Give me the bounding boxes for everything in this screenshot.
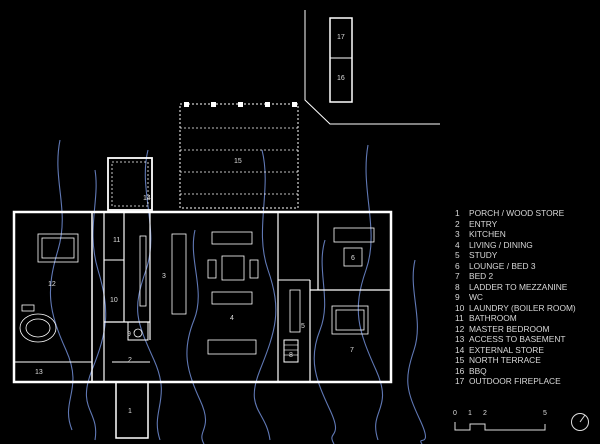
legend-number: 14 [455,344,465,355]
legend-number: 3 [455,229,460,239]
scale-tick-0: 0 [453,410,457,417]
legend-number: 6 [455,260,460,271]
legend-label: LADDER TO MEZZANINE [469,281,568,292]
legend-number: 16 [455,365,465,376]
room-legend: 1 PORCH / WOOD STORE 2 ENTRY 3 KITCHEN 4 LIV… [455,208,576,387]
scale-tick-1: 1 [468,410,472,417]
legend-label: LAUNDRY (BOILER ROOM) [469,302,576,313]
room-label-1: 1 [128,408,132,415]
legend-label: WC [469,292,483,302]
legend-number: 5 [455,250,460,260]
scale-bar: 0 1 2 5 [450,410,560,440]
room-label-2: 2 [128,357,132,364]
legend-item: 16 BBQ [455,366,576,377]
room-label-15: 15 [234,158,242,165]
legend-number: 13 [455,334,465,344]
house-walls [12,210,393,384]
room-label-16: 16 [337,75,345,82]
legend-label: BBQ [469,365,487,376]
legend-item: 13 ACCESS TO BASEMENT [455,334,576,345]
north-terrace [179,102,299,209]
room-label-6: 6 [351,255,355,262]
legend-number: 11 [455,313,464,323]
porch [115,381,149,439]
scale-tick-5: 5 [543,410,547,417]
room-label-9: 9 [127,331,131,338]
legend-label: EXTERNAL STORE [469,344,544,355]
legend-item: 3 KITCHEN [455,229,576,240]
legend-label: BATHROOM [469,313,517,323]
outdoor-tower [304,10,440,125]
legend-item: 1 PORCH / WOOD STORE [455,208,576,219]
room-numbers: 1 2 3 4 5 6 7 8 9 10 11 12 13 14 15 16 1… [35,34,355,415]
room-label-17: 17 [337,34,345,41]
legend-label: NORTH TERRACE [469,355,541,365]
scale-tick-2: 2 [483,410,487,417]
legend-item: 15 NORTH TERRACE [455,355,576,366]
external-store [107,157,153,211]
legend-item: 6 LOUNGE / BED 3 [455,261,576,272]
legend-item: 12 MASTER BEDROOM [455,324,576,335]
legend-item: 2 ENTRY [455,219,576,230]
room-label-14: 14 [143,195,151,202]
legend-item: 10 LAUNDRY (BOILER ROOM) [455,303,576,314]
furniture [19,227,375,355]
north-arrow-icon [571,413,589,431]
room-label-8: 8 [289,352,293,359]
legend-label: STUDY [469,250,498,260]
legend-number: 9 [455,292,460,302]
scale-bar-graphic [454,422,546,431]
room-label-11: 11 [113,237,120,244]
legend-label: LOUNGE / BED 3 [469,260,536,271]
legend-item: 5 STUDY [455,250,576,261]
legend-label: PORCH / WOOD STORE [469,208,565,218]
legend-label: KITCHEN [469,229,506,239]
room-label-13: 13 [35,369,43,376]
legend-item: 4 LIVING / DINING [455,240,576,251]
room-label-7: 7 [350,347,354,354]
legend-item: 17 OUTDOOR FIREPLACE [455,376,576,387]
legend-item: 7 BED 2 [455,271,576,282]
legend-number: 2 [455,218,460,229]
legend-number: 8 [455,281,460,292]
legend-number: 15 [455,355,465,365]
room-label-5: 5 [301,323,305,330]
legend-number: 17 [455,376,465,386]
room-label-10: 10 [110,297,118,304]
legend-label: MASTER BEDROOM [469,323,550,334]
legend-label: LIVING / DINING [469,239,533,250]
legend-number: 10 [455,302,465,313]
legend-label: OUTDOOR FIREPLACE [469,376,561,386]
legend-number: 12 [455,323,465,334]
legend-item: 14 EXTERNAL STORE [455,345,576,356]
legend-number: 1 [455,208,460,218]
legend-item: 8 LADDER TO MEZZANINE [455,282,576,293]
legend-item: 9 WC [455,292,576,303]
room-label-3: 3 [162,273,166,280]
legend-item: 11 BATHROOM [455,313,576,324]
legend-label: BED 2 [469,271,494,281]
legend-label: ACCESS TO BASEMENT [469,334,566,344]
room-label-4: 4 [230,315,234,322]
legend-number: 4 [455,239,460,250]
room-label-12: 12 [48,281,56,288]
legend-number: 7 [455,271,460,281]
legend-label: ENTRY [469,218,498,229]
